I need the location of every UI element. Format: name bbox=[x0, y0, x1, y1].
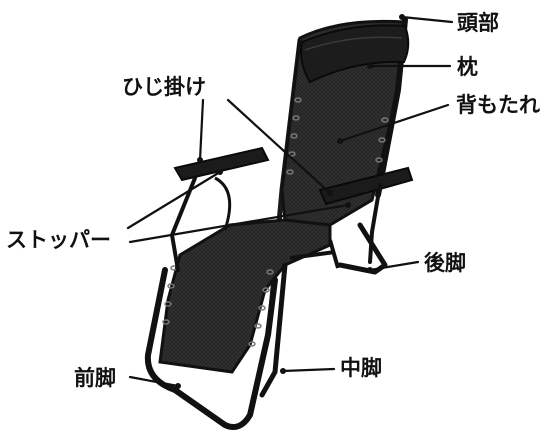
leader-line-rear-leg bbox=[368, 260, 420, 272]
leader-line-armrest-left bbox=[198, 98, 205, 162]
label-stopper: ストッパー bbox=[6, 228, 111, 252]
leader-line-armrest-right bbox=[226, 98, 332, 195]
leader-line-front-leg bbox=[128, 375, 180, 388]
label-armrest: ひじ掛け bbox=[122, 75, 206, 99]
label-middle-leg: 中脚 bbox=[340, 356, 382, 380]
label-head: 頭部 bbox=[457, 11, 499, 35]
leader-line-stopper-upper bbox=[126, 170, 222, 230]
label-rear-leg: 後脚 bbox=[424, 251, 466, 275]
pillow-shape bbox=[300, 24, 410, 84]
leader-line-middle-leg bbox=[281, 367, 336, 373]
label-front-leg: 前脚 bbox=[74, 366, 116, 390]
leader-line-stopper-lower bbox=[128, 203, 350, 244]
leader-line-head bbox=[400, 15, 454, 24]
label-backrest: 背もたれ bbox=[456, 93, 540, 117]
lounge-chair-illustration bbox=[144, 17, 414, 430]
label-pillow: 枕 bbox=[457, 55, 478, 79]
seat-fabric bbox=[158, 218, 332, 374]
leader-line-backrest bbox=[338, 103, 450, 143]
